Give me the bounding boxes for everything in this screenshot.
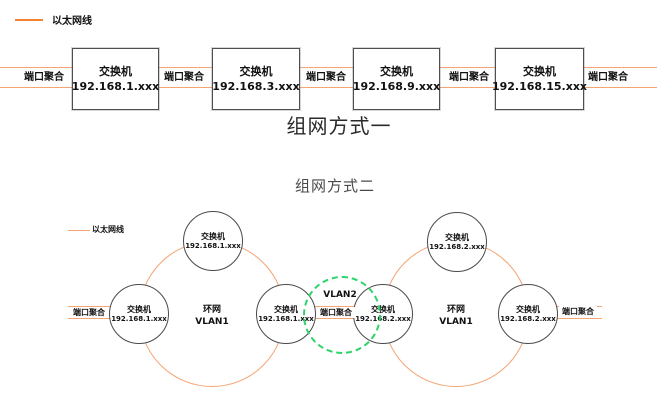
port-agg-label-1: 端口聚合 bbox=[24, 72, 64, 83]
switch-name: 交换机 bbox=[516, 304, 540, 314]
chain-line-top bbox=[0, 67, 657, 68]
switch-name: 交换机 bbox=[239, 65, 273, 78]
switch-name: 交换机 bbox=[380, 65, 413, 78]
left-stub-line-top bbox=[68, 306, 110, 307]
ethernet-legend-line bbox=[15, 19, 43, 21]
method2-title: 组网方式二 bbox=[294, 177, 375, 195]
switch-ip: 192.168.15.xxx bbox=[491, 80, 588, 93]
left-stub-line-bottom bbox=[68, 318, 110, 319]
ethernet-legend-label-2: 以太网线 bbox=[92, 225, 124, 234]
ring-vlan: VLAN1 bbox=[439, 317, 473, 327]
switch-name: 交换机 bbox=[445, 232, 469, 242]
mid-link-line-top bbox=[311, 306, 357, 307]
ring-name: 环网 bbox=[202, 305, 221, 315]
switch-ip: 192.168.9.xxx bbox=[352, 80, 441, 93]
port-agg-label-2: 端口聚合 bbox=[164, 72, 204, 83]
switch-name: 交换机 bbox=[201, 231, 225, 241]
switch-circle-right-top: 交换机 192.168.2.xxx bbox=[427, 212, 487, 272]
ethernet-legend-line-2 bbox=[68, 230, 90, 231]
switch-circle-left-top: 交换机 192.168.1.xxx bbox=[183, 211, 243, 271]
switch-ip: 192.168.3.xxx bbox=[212, 80, 300, 93]
switch-circle-right-east: 交换机 192.168.2.xxx bbox=[498, 284, 558, 344]
switch-ip: 192.168.1.xxx bbox=[71, 80, 160, 93]
switch-ip: 192.168.2.xxx bbox=[355, 314, 411, 323]
right-ring-label: 环网 VLAN1 bbox=[426, 304, 486, 328]
mid-port-agg-label: 端口聚合 bbox=[316, 307, 356, 318]
port-agg-label-4: 端口聚合 bbox=[449, 72, 489, 83]
switch-box-2: 交换机 192.168.3.xxx bbox=[212, 48, 300, 110]
port-agg-label-5: 端口聚合 bbox=[588, 72, 628, 83]
left-ring-label: 环网 VLAN1 bbox=[182, 304, 242, 328]
switch-box-4: 交换机 192.168.15.xxx bbox=[491, 48, 588, 110]
switch-name: 交换机 bbox=[523, 65, 556, 78]
switch-ip: 192.168.1.xxx bbox=[185, 241, 241, 250]
switch-circle-left-west: 交换机 192.168.1.xxx bbox=[109, 284, 169, 344]
right-port-agg-label: 端口聚合 bbox=[559, 306, 597, 317]
switch-ip: 192.168.1.xxx bbox=[111, 314, 167, 323]
method1-title: 组网方式一 bbox=[286, 114, 392, 138]
switch-box-1: 交换机 192.168.1.xxx bbox=[72, 48, 159, 110]
switch-ip: 192.168.2.xxx bbox=[500, 314, 556, 323]
ethernet-legend-label: 以太网线 bbox=[52, 16, 92, 27]
switch-box-3: 交换机 192.168.9.xxx bbox=[353, 48, 440, 110]
port-agg-label-3: 端口聚合 bbox=[306, 72, 346, 83]
switch-circle-right-west: 交换机 192.168.2.xxx bbox=[353, 284, 413, 344]
switch-name: 交换机 bbox=[274, 304, 298, 314]
switch-ip: 192.168.2.xxx bbox=[429, 242, 485, 251]
right-stub-line-bottom bbox=[556, 318, 602, 319]
switch-circle-left-east: 交换机 192.168.1.xxx bbox=[256, 284, 316, 344]
chain-line-bottom bbox=[0, 87, 657, 88]
vlan2-label: VLAN2 bbox=[323, 290, 357, 300]
switch-name: 交换机 bbox=[127, 304, 151, 314]
mid-link-line-bottom bbox=[311, 318, 357, 319]
ring-name: 环网 bbox=[446, 305, 465, 315]
ring-vlan: VLAN1 bbox=[195, 317, 229, 327]
left-port-agg-label: 端口聚合 bbox=[71, 307, 107, 318]
switch-name: 交换机 bbox=[371, 304, 395, 314]
switch-name: 交换机 bbox=[99, 65, 132, 78]
switch-ip: 192.168.1.xxx bbox=[258, 314, 314, 323]
